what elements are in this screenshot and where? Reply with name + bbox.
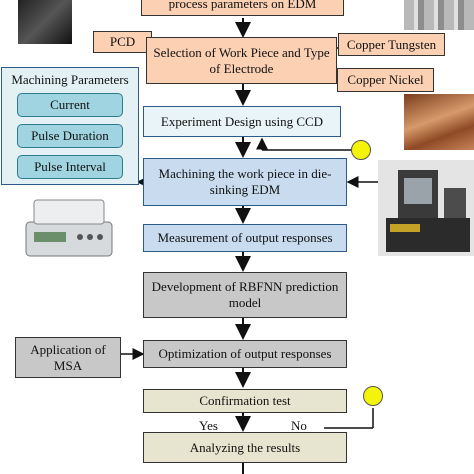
pulse-duration-parameter: Pulse Duration [17, 124, 123, 148]
optimization-box: Optimization of output responses [143, 340, 347, 368]
feedback-connector-dot [351, 140, 371, 160]
confirmation-box: Confirmation test [143, 389, 347, 413]
balance-icon [25, 199, 113, 257]
copper-rods-photo [404, 0, 474, 30]
machining-box: Machining the work piece in die-sinking … [143, 158, 347, 206]
copper-nickel-box: Copper Nickel [337, 68, 434, 92]
selection-box: Selection of Work Piece and Type of Elec… [146, 37, 337, 84]
selection-text: Selection of Work Piece and Type of Elec… [153, 44, 330, 76]
measurement-box: Measurement of output responses [143, 224, 347, 252]
copper-tungsten-text: Copper Tungsten [346, 36, 437, 52]
no-label: No [291, 418, 307, 433]
machining-parameters-title: Machining Parameters [11, 72, 129, 87]
process-parameters-text: process parameters on EDM [168, 0, 317, 11]
experiment-design-text: Experiment Design using CCD [160, 113, 324, 129]
development-text: Development of RBFNN prediction model [151, 279, 339, 310]
yes-label: Yes [199, 418, 218, 433]
experiment-design-box: Experiment Design using CCD [143, 106, 341, 137]
pcd-box: PCD [93, 31, 152, 53]
application-box: Application of MSA [15, 337, 121, 378]
loop-connector-dot [363, 386, 383, 406]
current-parameter: Current [17, 93, 123, 117]
pulse-interval-parameter: Pulse Interval [17, 155, 123, 179]
analyzing-box: Analyzing the results [143, 432, 347, 463]
process-parameters-box: process parameters on EDM [141, 0, 344, 16]
copper-nickel-text: Copper Nickel [347, 72, 424, 87]
copper-bars-photo [404, 94, 474, 150]
optimization-text: Optimization of output responses [158, 346, 332, 361]
edm-machine-icon [378, 160, 474, 256]
workpiece-photo [18, 0, 72, 44]
application-text: Application of MSA [30, 341, 106, 373]
balance-photo [20, 192, 118, 260]
measurement-text: Measurement of output responses [157, 230, 333, 245]
development-box: Development of RBFNN prediction model [143, 272, 347, 318]
machining-text: Machining the work piece in die-sinking … [158, 166, 332, 197]
copper-tungsten-box: Copper Tungsten [338, 33, 445, 56]
confirmation-text: Confirmation test [199, 393, 291, 408]
edm-machine-photo [378, 160, 474, 256]
analyzing-text: Analyzing the results [189, 439, 301, 455]
pcd-text: PCD [109, 34, 136, 49]
machining-parameters-panel: Machining Parameters Current Pulse Durat… [1, 67, 139, 185]
